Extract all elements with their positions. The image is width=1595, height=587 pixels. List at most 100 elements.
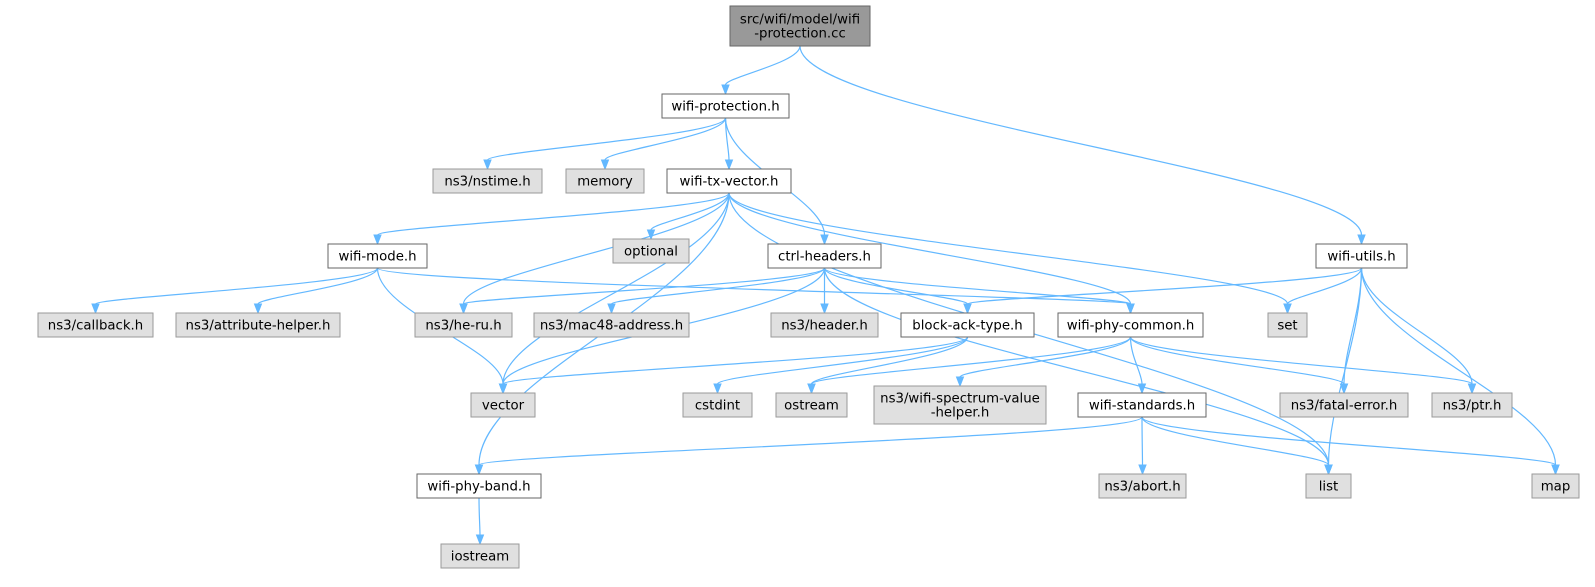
edge-wifi-phy-common-h-to-spectrum-value-helper-h — [955, 336, 1132, 388]
edge-line — [478, 416, 1143, 466]
node-wifi-standards-h[interactable]: wifi-standards.h — [1077, 392, 1207, 418]
node-label: cstdint — [695, 399, 740, 414]
edge-line — [799, 45, 1363, 236]
node-label: wifi-utils.h — [1327, 250, 1395, 265]
edge-ctrl-headers-h-to-he-ru-h — [459, 267, 826, 315]
edge-arrowhead — [1324, 464, 1333, 476]
node-label: ns3/callback.h — [48, 319, 143, 334]
edge-line — [462, 192, 730, 305]
edge-arrowhead — [91, 303, 100, 315]
node-label: ns3/he-ru.h — [425, 319, 501, 334]
edge-line — [502, 336, 969, 385]
node-wifi-phy-common-h[interactable]: wifi-phy-common.h — [1057, 312, 1204, 338]
node-label: ns3/attribute-helper.h — [186, 319, 331, 334]
edge-line — [810, 336, 1132, 385]
edge-arrowhead — [721, 84, 730, 96]
edge-line — [724, 45, 801, 86]
edge-line — [1129, 336, 1143, 385]
edge-arrowhead — [373, 234, 382, 246]
node-abort-h: ns3/abort.h — [1098, 473, 1187, 499]
node-iostream: iostream — [440, 543, 520, 569]
node-label: wifi-phy-band.h — [427, 480, 530, 495]
node-label: ns3/mac48-address.h — [540, 319, 683, 334]
edge-arrowhead — [963, 303, 972, 315]
node-label: ctrl-headers.h — [778, 250, 871, 265]
node-box — [432, 168, 543, 194]
edge-line — [257, 267, 379, 305]
edge-wifi-phy-common-h-to-fatal-error-h — [1129, 336, 1349, 395]
edge-line — [728, 192, 1132, 305]
edge-wifi-tx-vector-h-to-vector — [498, 192, 730, 395]
node-wifi-tx-vector-h[interactable]: wifi-tx-vector.h — [666, 168, 792, 194]
edge-wifi-standards-h-to-wifi-phy-band-h — [474, 416, 1143, 476]
node-box — [666, 168, 792, 194]
node-box — [1057, 312, 1204, 338]
edge-line — [716, 336, 969, 385]
node-spectrum-value-helper-h: ns3/wifi-spectrum-value-helper.h — [873, 385, 1047, 425]
edge-arrowhead — [1138, 464, 1147, 476]
edge-wifi-protection-h-to-memory — [600, 117, 727, 171]
node-callback-h: ns3/callback.h — [37, 312, 154, 338]
node-ostream: ostream — [775, 392, 848, 418]
node-label: ns3/ptr.h — [1443, 399, 1502, 414]
node-label: ns3/fatal-error.h — [1291, 399, 1398, 414]
nodes-layer: src/wifi/model/wifi-protection.cc wifi-pr… — [37, 5, 1580, 569]
node-label: optional — [624, 245, 678, 260]
node-box — [470, 392, 536, 418]
edge-wifi-standards-h-to-abort-h — [1138, 416, 1147, 476]
edge-arrowhead — [1467, 383, 1477, 395]
edge-line — [1360, 267, 1557, 466]
edge-wifi-phy-common-h-to-ptr-h — [1129, 336, 1477, 395]
node-block-ack-type-h[interactable]: block-ack-type.h — [900, 312, 1035, 338]
edge-arrowhead — [1137, 383, 1147, 395]
edge-wifi-phy-band-h-to-iostream — [475, 497, 485, 546]
node-root[interactable]: src/wifi/model/wifi-protection.cc — [729, 5, 871, 47]
edge-wifi-tx-vector-h-to-optional — [646, 192, 730, 241]
node-nstime-h: ns3/nstime.h — [432, 168, 543, 194]
node-box — [729, 5, 871, 47]
node-optional: optional — [612, 238, 690, 264]
node-box — [440, 543, 520, 569]
node-wifi-utils-h[interactable]: wifi-utils.h — [1315, 243, 1408, 269]
edge-wifi-mode-h-to-wifi-phy-common-h — [376, 267, 1135, 315]
edge-root-to-wifi-utils-h — [799, 45, 1366, 246]
edge-wifi-standards-h-to-map — [1141, 416, 1560, 476]
edge-wifi-tx-vector-h-to-wifi-mode-h — [373, 192, 730, 246]
node-wifi-phy-band-h[interactable]: wifi-phy-band.h — [416, 473, 542, 499]
edge-arrowhead — [646, 229, 656, 241]
node-box — [327, 243, 428, 269]
node-box — [1315, 243, 1408, 269]
node-box — [533, 312, 690, 338]
edge-arrowhead — [600, 159, 610, 171]
edge-line — [502, 192, 730, 385]
node-label: wifi-protection.h — [671, 100, 779, 115]
node-label: vector — [482, 399, 525, 414]
edge-ctrl-headers-h-to-wifi-phy-common-h — [823, 267, 1135, 315]
node-label: ns3/nstime.h — [444, 175, 530, 190]
edge-line — [959, 336, 1132, 378]
node-ctrl-headers-h[interactable]: ctrl-headers.h — [767, 243, 882, 269]
edge-line — [810, 336, 969, 385]
edge-arrowhead — [820, 303, 829, 315]
node-wifi-protection-h[interactable]: wifi-protection.h — [661, 93, 790, 119]
node-label: -helper.h — [931, 406, 990, 421]
edge-wifi-mode-h-to-callback-h — [91, 267, 379, 315]
edge-wifi-standards-h-to-list — [1141, 416, 1333, 476]
edge-block-ack-type-h-to-vector — [498, 336, 969, 395]
node-attribute-helper-h: ns3/attribute-helper.h — [175, 312, 341, 338]
node-wifi-mode-h[interactable]: wifi-mode.h — [327, 243, 428, 269]
node-box — [37, 312, 154, 338]
edge-arrowhead — [1551, 464, 1560, 476]
node-header-h: ns3/header.h — [770, 312, 879, 338]
node-box — [416, 473, 542, 499]
node-label: set — [1277, 319, 1297, 334]
edge-arrowhead — [253, 303, 263, 315]
node-he-ru-h: ns3/he-ru.h — [414, 312, 513, 338]
node-set: set — [1267, 312, 1308, 338]
edge-wifi-utils-h-to-ptr-h — [1360, 267, 1477, 395]
edge-line — [823, 267, 1330, 466]
edge-wifi-mode-h-to-attribute-helper-h — [253, 267, 379, 315]
node-box — [767, 243, 882, 269]
node-box — [661, 93, 790, 119]
